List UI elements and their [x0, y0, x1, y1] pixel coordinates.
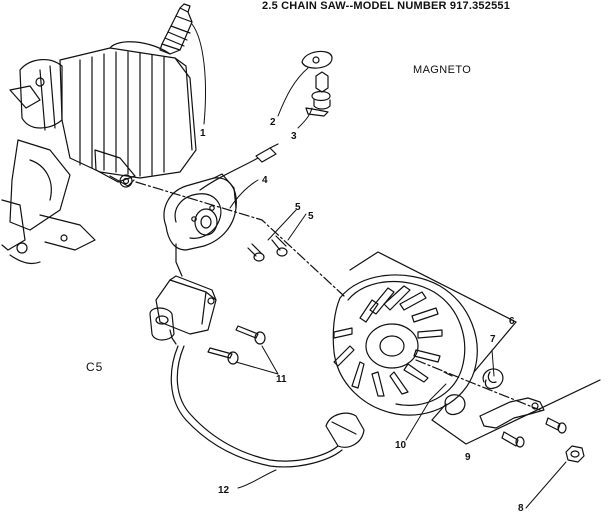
section-label: MAGNETO	[413, 64, 472, 76]
callout-11: 11	[276, 374, 287, 385]
callout-10: 10	[395, 440, 407, 451]
callout-12: 12	[218, 485, 230, 496]
callout-4: 4	[262, 175, 268, 186]
pawl-assembly-part	[443, 371, 567, 448]
callout-8: 8	[518, 503, 524, 514]
diagram-title: 2.5 CHAIN SAW--MODEL NUMBER 917.352551	[262, 0, 511, 12]
assembly-brackets	[349, 251, 601, 445]
spring-part	[482, 368, 504, 390]
flywheel-part	[332, 274, 478, 416]
callout-7: 7	[490, 334, 496, 345]
ignition-module-part	[163, 143, 279, 277]
callout-2: 2	[270, 117, 276, 128]
module-screws	[247, 235, 288, 262]
callout-9: 9	[465, 452, 471, 463]
switch-parts	[301, 50, 333, 117]
callout-3: 3	[291, 131, 297, 142]
coil-screws	[207, 325, 266, 365]
spark-plug-part	[159, 3, 193, 55]
figure-code: C5	[86, 360, 104, 374]
center-axis-line	[135, 181, 541, 411]
callout-leader-lines	[191, 23, 567, 509]
callout-5a: 5	[295, 202, 301, 213]
callout-6: 6	[509, 316, 515, 327]
ignition-lead-part	[170, 345, 365, 468]
coil-part	[149, 275, 217, 345]
engine-block-drawing	[1, 41, 197, 265]
nut-part	[565, 445, 585, 463]
callout-5b: 5	[308, 211, 314, 222]
callout-1: 1	[200, 128, 206, 139]
